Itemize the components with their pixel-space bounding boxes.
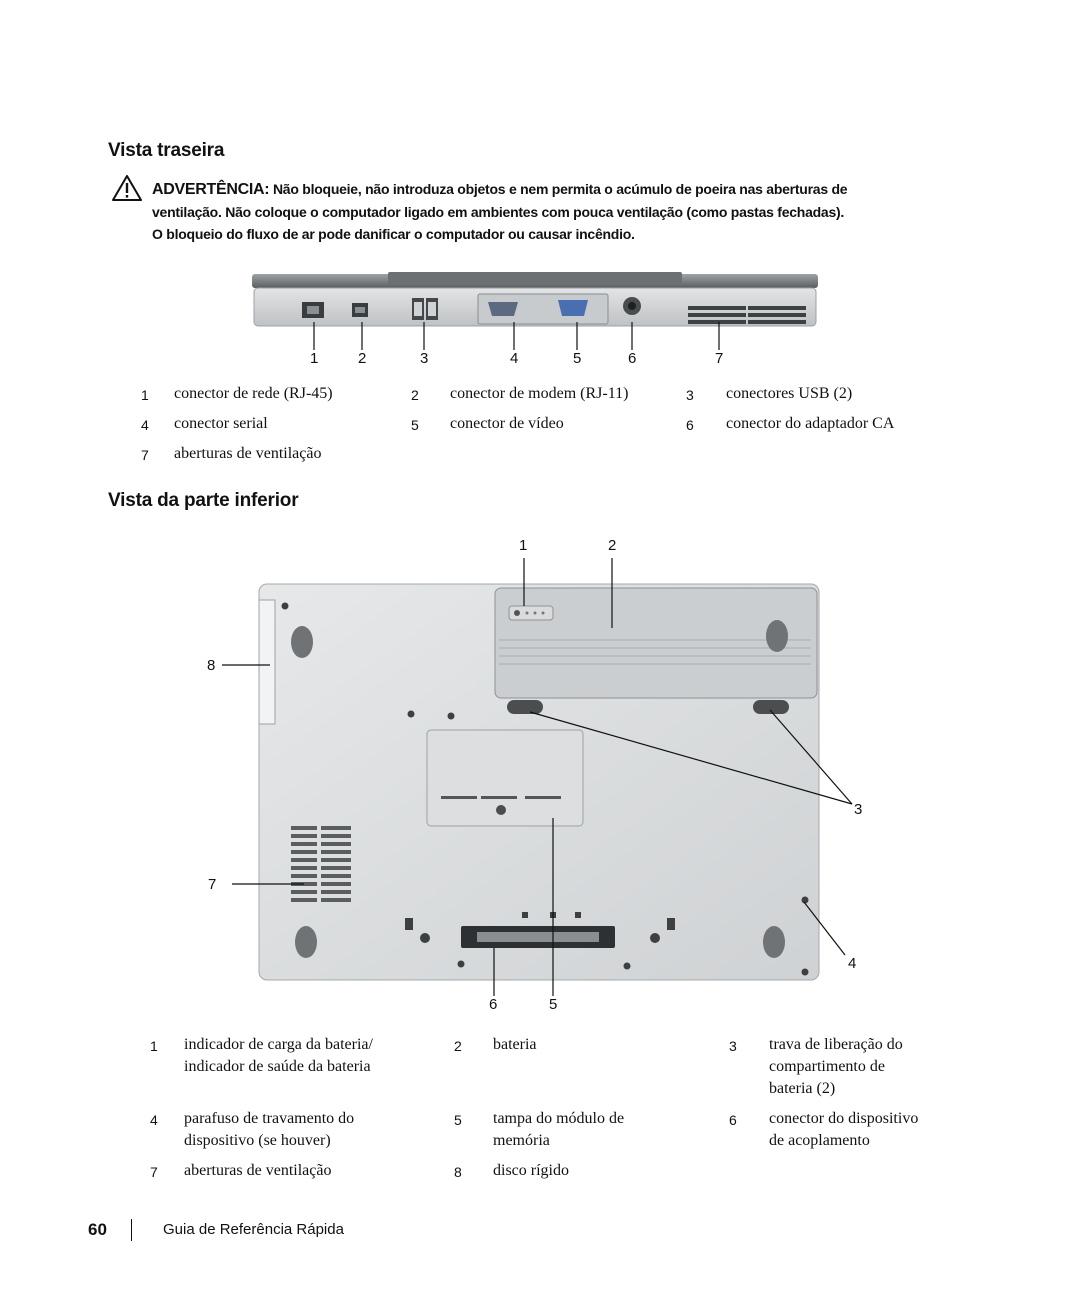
docking-connector	[461, 926, 615, 948]
footer-doc-title: Guia de Referência Rápida	[163, 1221, 344, 1238]
legend-line: indicador de saúde da bateria	[184, 1058, 371, 1075]
legend-line: disco rígido	[493, 1162, 569, 1179]
legend-line: bateria	[493, 1036, 537, 1053]
legend-label: indicador de carga da bateria/indicador …	[184, 1034, 373, 1078]
bottom-callout-8: 8	[207, 657, 216, 674]
legend-label: disco rígido	[493, 1160, 569, 1182]
legend-num: 6	[686, 417, 694, 433]
rear-callout-4: 4	[510, 350, 519, 367]
legend-num: 4	[141, 417, 149, 433]
legend-num: 6	[729, 1112, 737, 1128]
legend-label: conectores USB (2)	[726, 385, 853, 402]
legend-line: aberturas de ventilação	[184, 1162, 332, 1179]
legend-num: 1	[150, 1038, 158, 1054]
legend-label: aberturas de ventilação	[174, 445, 322, 462]
bottom-callout-3: 3	[854, 801, 863, 818]
rear-callout-2: 2	[358, 350, 367, 367]
bottom-view-illustration	[258, 583, 820, 981]
legend-label: parafuso de travamento do dispositivo (se…	[184, 1108, 354, 1152]
bottom-callout-5: 5	[549, 996, 558, 1013]
legend-num: 2	[454, 1038, 462, 1054]
rear-callout-3: 3	[420, 350, 429, 367]
warning-icon	[112, 175, 142, 201]
battery-release-latches	[507, 700, 789, 714]
bottom-callout-1: 1	[519, 537, 528, 554]
legend-num: 2	[411, 387, 419, 403]
memory-cover	[426, 729, 584, 827]
legend-line: memória	[493, 1132, 550, 1149]
rubber-feet	[291, 620, 788, 958]
legend-line: compartimento de	[769, 1058, 885, 1075]
legend-num: 5	[411, 417, 419, 433]
legend-num: 3	[686, 387, 694, 403]
legend-line: bateria (2)	[769, 1080, 836, 1097]
legend-label: bateria	[493, 1034, 537, 1056]
rear-callout-7: 7	[715, 350, 724, 367]
serial-port	[488, 302, 518, 316]
bottom-callout-2: 2	[608, 537, 617, 554]
bottom-view-heading: Vista da parte inferior	[108, 490, 299, 511]
rear-view-illustration	[252, 272, 818, 327]
rear-callout-5: 5	[573, 350, 582, 367]
legend-label: conector do adaptador CA	[726, 415, 895, 432]
usb-ports	[412, 298, 438, 320]
legend-label: conector do dispositivo de acoplamento	[769, 1108, 918, 1152]
legend-label: conector serial	[174, 415, 268, 432]
legend-num: 1	[141, 387, 149, 403]
legend-num: 5	[454, 1112, 462, 1128]
footer-divider	[131, 1219, 132, 1241]
warning-line-1: Não bloqueie, não introduza objetos e ne…	[272, 181, 848, 197]
legend-line: de acoplamento	[769, 1132, 870, 1149]
legend-num: 4	[150, 1112, 158, 1128]
hard-drive	[258, 599, 276, 725]
rear-leader-lines	[313, 322, 720, 350]
bottom-callout-4: 4	[848, 955, 857, 972]
legend-label: trava de liberação do compartimento de bat…	[769, 1034, 903, 1100]
legend-label: aberturas de ventilação	[184, 1160, 331, 1182]
legend-num: 8	[454, 1164, 462, 1180]
rj11-port	[352, 303, 368, 317]
vga-port	[558, 300, 588, 316]
rear-callout-6: 6	[628, 350, 637, 367]
rj45-port	[302, 302, 324, 318]
rear-callout-1: 1	[310, 350, 319, 367]
vents-bottom	[291, 826, 351, 902]
bottom-callout-6: 6	[489, 996, 498, 1013]
legend-num: 7	[150, 1164, 158, 1180]
warning-line-2: ventilação. Não coloque o computador lig…	[152, 204, 845, 220]
legend-label: conector de vídeo	[450, 415, 564, 432]
legend-line: trava de liberação do	[769, 1036, 903, 1053]
battery	[494, 587, 818, 699]
bottom-callout-7: 7	[208, 876, 217, 893]
legend-line: indicador de carga da bateria/	[184, 1036, 373, 1053]
warning-line-3: O bloqueio do fluxo de ar pode danificar…	[152, 226, 635, 242]
legend-label: conector de rede (RJ-45)	[174, 385, 333, 402]
legend-line: dispositivo (se houver)	[184, 1132, 331, 1149]
legend-line: parafuso de travamento do	[184, 1110, 355, 1127]
legend-num: 7	[141, 447, 149, 463]
screws	[281, 602, 809, 976]
legend-label: tampa do módulo de memória	[493, 1108, 624, 1152]
legend-line: conector do dispositivo	[769, 1110, 919, 1127]
page-number: 60	[88, 1220, 107, 1239]
legend-num: 3	[729, 1038, 737, 1054]
warning-label: ADVERTÊNCIA:	[152, 181, 270, 198]
warning-text: ADVERTÊNCIA: Não bloqueie, não introduza…	[152, 178, 952, 245]
legend-line: tampa do módulo de	[493, 1110, 625, 1127]
vents-rear	[688, 306, 806, 324]
rear-view-heading: Vista traseira	[108, 140, 225, 161]
legend-label: conector de modem (RJ-11)	[450, 385, 629, 402]
ac-port	[623, 297, 641, 315]
